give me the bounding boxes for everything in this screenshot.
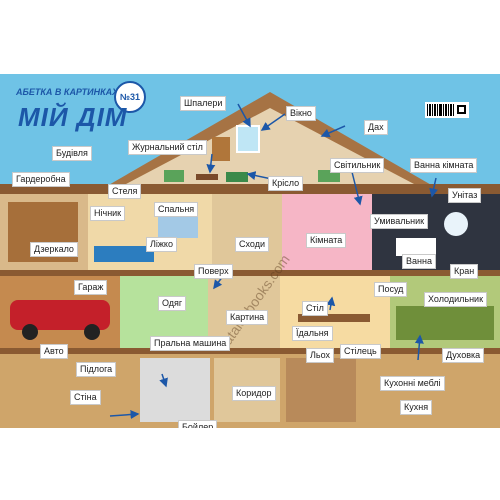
car-shape xyxy=(10,300,110,330)
label-painting: Картина xyxy=(226,310,269,325)
basement-slab xyxy=(0,348,500,354)
attic-floor xyxy=(0,184,500,194)
attic-plant xyxy=(164,170,184,182)
label-window: Вікно xyxy=(286,106,316,121)
label-roof: Дах xyxy=(364,120,388,135)
label-wallpaper: Шпалери xyxy=(180,96,227,111)
label-kitchen: Кухня xyxy=(400,400,433,415)
attic-shelf xyxy=(212,137,230,161)
series-number: №31 xyxy=(114,81,146,113)
car-wheel-2 xyxy=(84,324,100,340)
kitchen-cabinets xyxy=(396,306,494,340)
attic-plant-2 xyxy=(318,170,340,182)
label-building: Будівля xyxy=(52,146,92,161)
label-hallway: Коридор xyxy=(232,386,276,401)
series-title: АБЕТКА В КАРТИНКАХ xyxy=(16,87,119,97)
label-cellar: Льох xyxy=(306,348,334,363)
label-bed: Ліжко xyxy=(146,237,177,252)
label-clothes: Одяг xyxy=(158,296,187,311)
label-sink: Умивальник xyxy=(370,214,429,229)
label-bedroom: Спальня xyxy=(154,202,199,217)
label-bathroom: Ванна кімната xyxy=(410,158,478,173)
label-ceiling: Стеля xyxy=(108,184,142,199)
bed-shape xyxy=(94,246,154,262)
label-lamp: Світильник xyxy=(330,158,385,173)
label-dishes: Посуд xyxy=(374,282,408,297)
car-wheel-1 xyxy=(22,324,38,340)
boiler-room xyxy=(140,358,210,422)
attic-window xyxy=(236,125,260,153)
label-table: Стіл xyxy=(302,301,328,316)
label-armchair: Крісло xyxy=(268,176,304,191)
stair-room xyxy=(212,194,282,270)
label-mirror: Дзеркало xyxy=(30,242,78,257)
cellar-room xyxy=(286,358,356,422)
label-tap: Кран xyxy=(450,264,479,279)
barcode-icon xyxy=(425,102,469,118)
label-car: Авто xyxy=(40,344,68,359)
label-boiler: Бойлер xyxy=(178,420,218,428)
attic-armchair xyxy=(226,172,248,182)
label-bathtub: Ванна xyxy=(402,254,436,269)
label-toilet: Унітаз xyxy=(448,188,482,203)
label-garage: Гараж xyxy=(74,280,108,295)
middle-slab xyxy=(0,270,500,276)
dining-table xyxy=(298,314,370,322)
attic-coffee-table xyxy=(196,174,218,180)
label-floor: Підлога xyxy=(76,362,117,377)
label-night-light: Нічник xyxy=(90,206,126,221)
bathtub-shape xyxy=(396,238,436,256)
label-wall: Стіна xyxy=(70,390,101,405)
label-floor-level: Поверх xyxy=(194,264,233,279)
label-washing-machine: Пральна машина xyxy=(150,336,231,351)
label-oven: Духовка xyxy=(442,348,485,363)
label-fridge: Холодильник xyxy=(424,292,488,307)
label-chair: Стілець xyxy=(340,344,381,359)
label-wardrobe: Гардеробна xyxy=(12,172,70,187)
label-room: Кімната xyxy=(306,233,347,248)
bathroom-room xyxy=(372,194,500,270)
label-coffee-table: Журнальний стіл xyxy=(128,140,207,155)
label-dining-room: Їдальня xyxy=(292,326,333,341)
bathroom-window xyxy=(444,212,468,236)
poster: АБЕТКА В КАРТИНКАХ №31 МІЙ ДІМ catalogbo… xyxy=(0,74,500,428)
label-stairs: Сходи xyxy=(235,237,269,252)
label-kitchen-furniture: Кухонні меблі xyxy=(380,376,445,391)
pink-room xyxy=(282,194,372,270)
page-title: МІЙ ДІМ xyxy=(18,102,128,132)
